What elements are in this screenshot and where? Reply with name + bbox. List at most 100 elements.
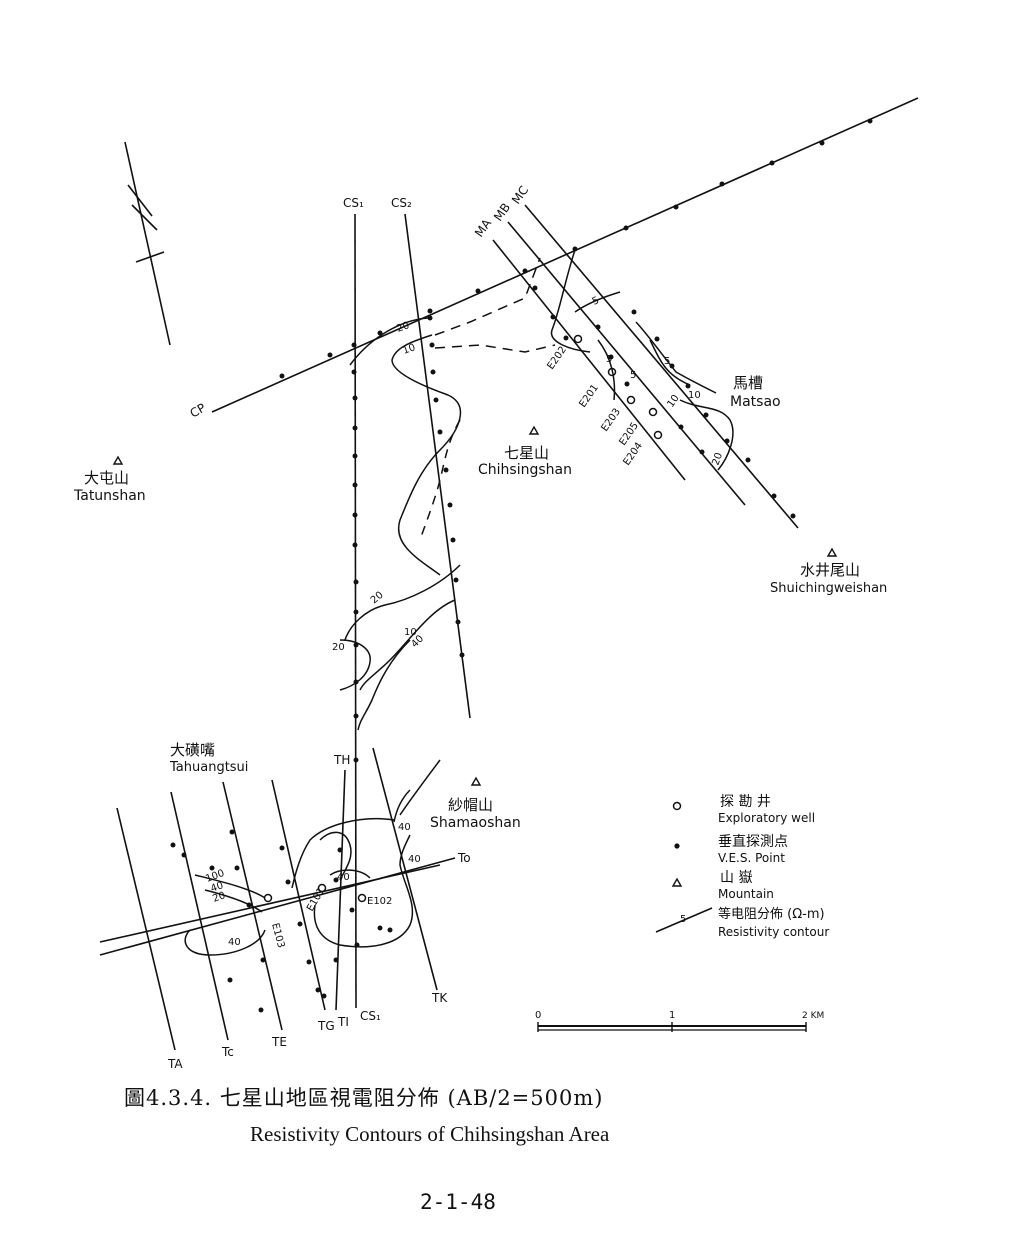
contour-label: 40 xyxy=(209,880,225,895)
ves-point xyxy=(819,140,825,146)
scale-tick-0: 0 xyxy=(535,1010,541,1021)
ves-point xyxy=(353,579,359,585)
ves-point xyxy=(699,449,705,455)
ves-point xyxy=(724,438,730,444)
ves-point xyxy=(352,482,358,488)
north-arrow-icon xyxy=(124,141,171,346)
ves-point xyxy=(608,354,614,360)
scale-tick-2km: 2 KM xyxy=(802,1011,824,1021)
ves-point xyxy=(333,877,339,883)
legend-contour-en: Resistivity contour xyxy=(718,925,829,939)
ves-point xyxy=(234,865,240,871)
ves-point xyxy=(377,925,383,931)
ves-point xyxy=(475,288,481,294)
scale-bar: 0 1 2 KM xyxy=(535,1010,824,1032)
contour-label: 10 xyxy=(404,627,417,638)
legend-well-cn: 探 勘 井 xyxy=(720,794,771,810)
place-matsao-cn: 馬槽 xyxy=(733,374,763,392)
line-label-ta: TA xyxy=(167,1057,183,1071)
ves-point xyxy=(745,457,751,463)
figure-caption-english: Resistivity Contours of Chihsingshan Are… xyxy=(250,1122,610,1146)
contour-label: 5 xyxy=(606,354,612,365)
mountain-icon xyxy=(112,455,124,465)
well-label-e102: E102 xyxy=(367,896,392,907)
ves-point xyxy=(279,845,285,851)
contour-label: 5 xyxy=(591,295,601,308)
well-symbol-icon xyxy=(672,801,682,811)
contour-label: 40 xyxy=(398,822,411,833)
ves-point xyxy=(450,537,456,543)
ves-point xyxy=(447,502,453,508)
legend-ves-cn: 垂直探測点 xyxy=(718,833,788,850)
ves-point xyxy=(459,652,465,658)
place-shamaoshan-cn: 紗帽山 xyxy=(448,796,493,814)
ves-point xyxy=(352,425,358,431)
ves-point xyxy=(315,987,321,993)
ves-point xyxy=(258,1007,264,1013)
ves-point xyxy=(209,865,215,871)
line-mc xyxy=(524,204,799,529)
ves-point-symbol-icon xyxy=(674,843,680,849)
mountain-icon xyxy=(528,425,540,435)
line-label-cp: CP xyxy=(188,401,209,421)
scale-tick-1: 1 xyxy=(669,1010,675,1021)
contour-label: 40 xyxy=(337,872,350,883)
ves-point xyxy=(673,204,679,210)
place-shamaoshan-en: Shamaoshan xyxy=(430,815,521,831)
line-ta xyxy=(116,807,176,1051)
ves-point xyxy=(387,927,393,933)
ves-point xyxy=(349,907,355,913)
contour-label: 5 xyxy=(630,370,636,381)
ves-point xyxy=(327,352,333,358)
well-label-e201: E201 xyxy=(577,383,601,410)
ves-point xyxy=(353,609,359,615)
ves-point xyxy=(227,977,233,983)
ves-point xyxy=(771,493,777,499)
contour-label: 5 xyxy=(664,356,670,367)
ves-point xyxy=(306,959,312,965)
ves-point xyxy=(352,453,358,459)
ves-point xyxy=(181,852,187,858)
ves-point xyxy=(285,879,291,885)
legend-mountain-en: Mountain xyxy=(718,887,774,901)
line-label-mc: MC xyxy=(509,183,531,206)
mountain-icon xyxy=(826,547,838,557)
place-tahuangtsui-cn: 大磺嘴 xyxy=(170,741,215,759)
page-number: 2-1-48 xyxy=(420,1190,496,1214)
ves-point xyxy=(429,342,435,348)
line-label-tk: TK xyxy=(431,991,448,1005)
ves-point xyxy=(563,335,569,341)
well-label-e101: E101 xyxy=(305,886,327,914)
ves-point xyxy=(631,309,637,315)
line-label-mb: MB xyxy=(491,200,513,223)
line-label-cs1: CS₁ xyxy=(343,196,364,210)
line-label-tg: TG xyxy=(317,1019,335,1033)
ves-point xyxy=(229,829,235,835)
ves-point xyxy=(352,395,358,401)
ves-point xyxy=(353,757,359,763)
line-label-ma: MA xyxy=(472,216,495,240)
ves-point xyxy=(433,397,439,403)
ves-point xyxy=(654,336,660,342)
mountain-icon xyxy=(470,776,482,786)
ves-point xyxy=(352,542,358,548)
legend-contour-cn: 等电阻分佈 (Ω-m) xyxy=(718,906,825,922)
contour-label: 10 xyxy=(401,342,417,357)
contour-label: 20 xyxy=(710,451,725,467)
line-tc xyxy=(170,791,229,1041)
ves-point xyxy=(353,713,359,719)
ves-point xyxy=(790,513,796,519)
ves-point xyxy=(352,512,358,518)
ves-point xyxy=(769,160,775,166)
well-label-e203: E203 xyxy=(599,407,623,434)
ves-point xyxy=(297,921,303,927)
ves-point xyxy=(624,381,630,387)
figure-caption-chinese: 圖4.3.4. 七星山地區視電阻分佈 (AB/2=500m) xyxy=(124,1086,604,1110)
line-label-te: TE xyxy=(271,1035,287,1049)
legend: 5 探 勘 井 Exploratory well 垂直探測点 V.E.S. Po… xyxy=(655,794,829,939)
ves-point xyxy=(703,412,709,418)
ves-point xyxy=(623,225,629,231)
contour-label: 40 xyxy=(228,937,241,948)
ves-point xyxy=(572,246,578,252)
place-tatunshan-en: Tatunshan xyxy=(73,488,146,504)
